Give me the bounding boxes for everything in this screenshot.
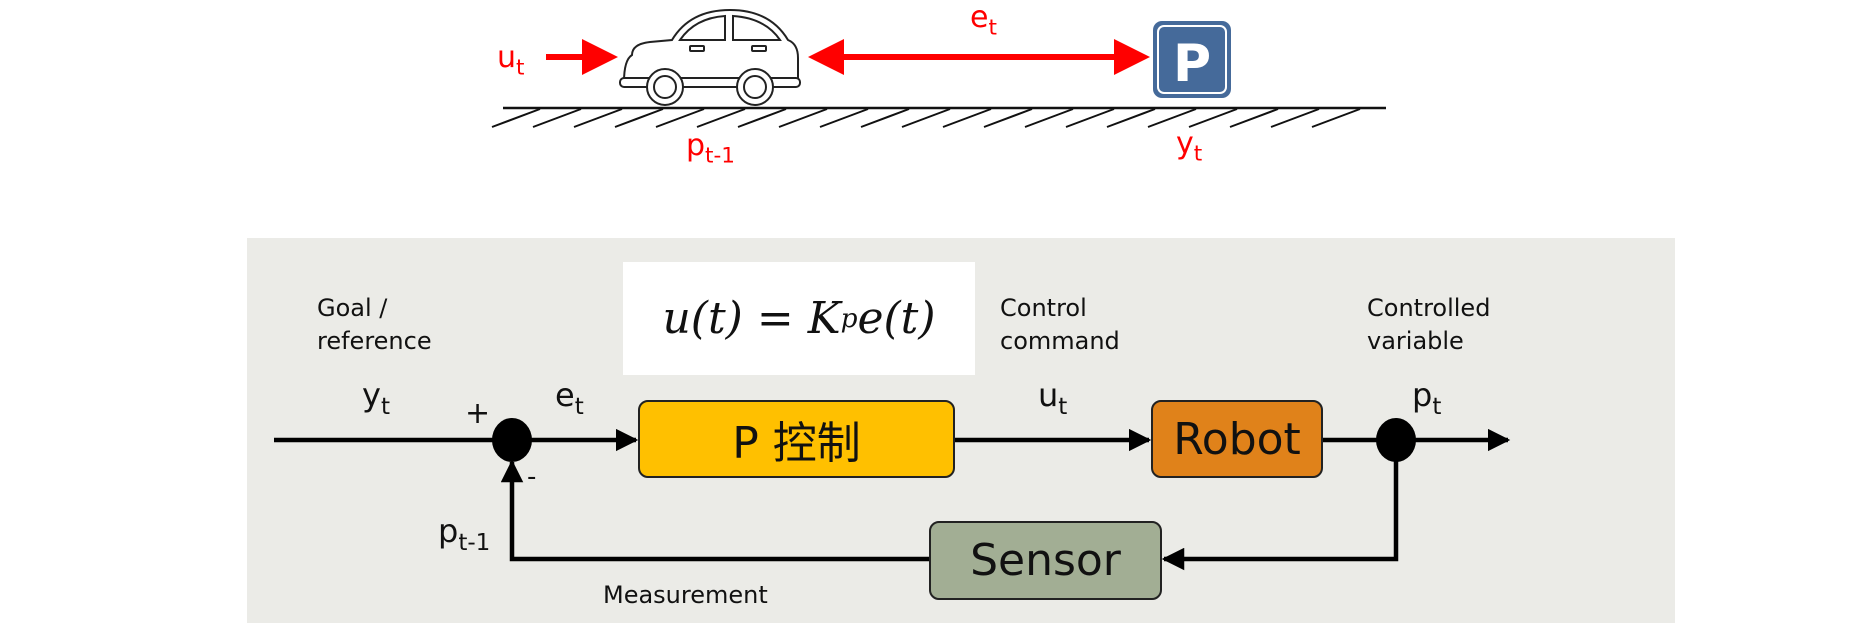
- error-label-base: e: [970, 0, 989, 35]
- position-label: pt-1: [686, 128, 735, 169]
- feedback-signal-label: pt-1: [438, 512, 490, 556]
- robot-block[interactable]: Robot: [1151, 400, 1323, 478]
- error-base: e: [555, 376, 575, 414]
- plus-sign: +: [465, 396, 491, 431]
- hatch-mark: [1188, 108, 1238, 128]
- hatch-mark: [819, 108, 869, 128]
- measurement-label: Measurement: [603, 581, 768, 609]
- target-label: yt: [1176, 126, 1202, 167]
- parking-sign-icon: [1153, 21, 1231, 98]
- hatch-mark: [696, 108, 746, 128]
- car-icon: [619, 8, 801, 106]
- feedback-to-sensor-arrow: [1161, 440, 1399, 571]
- input-label-base: u: [497, 40, 517, 75]
- feedback-base: p: [438, 512, 459, 550]
- sensor-block[interactable]: Sensor: [929, 521, 1162, 600]
- goal-label-line2: reference: [317, 327, 432, 355]
- input-label: ut: [497, 40, 524, 81]
- feedback-sub: t-1: [458, 530, 491, 557]
- command-base: u: [1038, 376, 1059, 414]
- hatch-mark: [983, 108, 1033, 128]
- hatch-mark: [778, 108, 828, 128]
- sensor-label: Sensor: [970, 535, 1121, 586]
- input-label-sub: t: [516, 55, 525, 81]
- hatch-mark: [1311, 108, 1361, 128]
- hatch-mark: [942, 108, 992, 128]
- p-controller-label: P 控制: [732, 418, 861, 469]
- control-label-line1: Control: [1000, 294, 1087, 322]
- reference-signal-label: yt: [362, 376, 390, 420]
- hatch-mark: [1270, 108, 1320, 128]
- ground-hatching: [491, 108, 1361, 128]
- goal-reference-label: Goal / reference: [317, 292, 432, 358]
- error-sub: t: [574, 394, 584, 421]
- controlled-label-line1: Controlled: [1367, 294, 1491, 322]
- error-label: et: [970, 0, 997, 41]
- output-base: p: [1412, 376, 1433, 414]
- formula-rhs: e(t): [857, 293, 936, 344]
- goal-label-line1: Goal /: [317, 294, 388, 322]
- formula-gain-sub: p: [840, 303, 858, 334]
- minus-sign: -: [527, 462, 537, 492]
- error-label-sub: t: [988, 15, 997, 41]
- hatch-mark: [1065, 108, 1115, 128]
- measurement-feedback-arrow: [500, 459, 929, 562]
- error-signal-label: et: [555, 376, 584, 420]
- output-signal-label: pt: [1412, 376, 1441, 420]
- position-label-sub: t-1: [705, 143, 736, 169]
- position-label-base: p: [686, 128, 706, 163]
- scene-graphics: P: [491, 8, 1386, 128]
- hatch-mark: [614, 108, 664, 128]
- formula-lhs: u(t): [662, 293, 743, 344]
- hatch-mark: [1147, 108, 1197, 128]
- hatch-mark: [573, 108, 623, 128]
- hatch-mark: [532, 108, 582, 128]
- command-sub: t: [1058, 394, 1068, 421]
- p-controller-block[interactable]: P 控制: [638, 400, 955, 478]
- summing-junction: [492, 418, 532, 462]
- command-signal-label: ut: [1038, 376, 1067, 420]
- hatch-mark: [1024, 108, 1074, 128]
- hatch-mark: [1106, 108, 1156, 128]
- hatch-mark: [860, 108, 910, 128]
- target-label-base: y: [1176, 126, 1194, 161]
- hatch-mark: [901, 108, 951, 128]
- control-command-label: Control command: [1000, 292, 1120, 358]
- formula-gain: K: [807, 293, 841, 344]
- parking-sign-letter: P: [1173, 34, 1211, 94]
- controlled-variable-label: Controlled variable: [1367, 292, 1490, 358]
- reference-base: y: [362, 376, 381, 414]
- hatch-mark: [1229, 108, 1279, 128]
- output-sub: t: [1432, 394, 1442, 421]
- hatch-mark: [491, 108, 541, 128]
- formula-equals: =: [756, 293, 794, 344]
- reference-sub: t: [380, 394, 390, 421]
- controlled-label-line2: variable: [1367, 327, 1464, 355]
- control-label-line2: command: [1000, 327, 1120, 355]
- output-branch-point: [1376, 418, 1416, 462]
- target-label-sub: t: [1193, 141, 1203, 167]
- hatch-mark: [655, 108, 705, 128]
- robot-label: Robot: [1173, 413, 1301, 465]
- hatch-mark: [737, 108, 787, 128]
